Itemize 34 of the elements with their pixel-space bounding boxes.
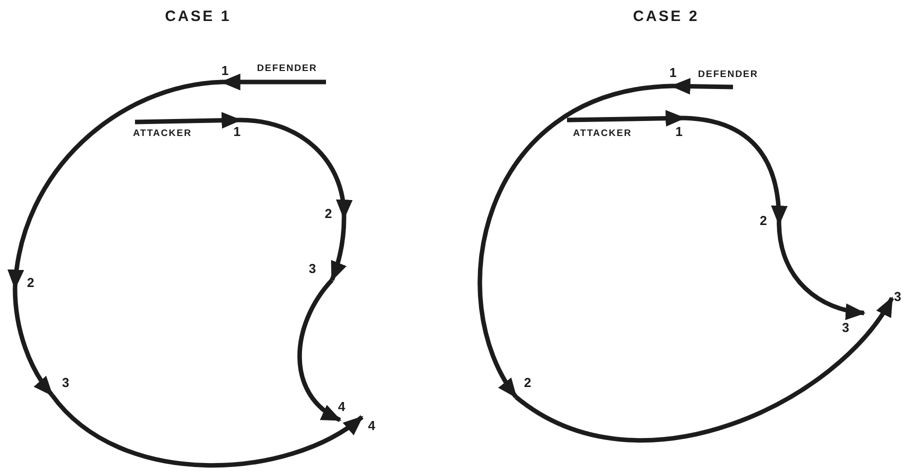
path-arrow: [670, 78, 734, 95]
case-heading: CASE 1: [165, 9, 232, 24]
position-number: 4: [368, 419, 376, 432]
position-number: 1: [233, 125, 241, 138]
position-number: 3: [894, 290, 902, 303]
path-label: DEFENDER: [698, 70, 758, 80]
case-heading: CASE 2: [633, 9, 700, 24]
position-number: 2: [760, 214, 767, 227]
path-arrow: [478, 84, 672, 398]
path-arrow: [240, 118, 352, 220]
path-label: DEFENDER: [257, 64, 318, 74]
position-number: 4: [338, 400, 346, 413]
path-arrow: [566, 110, 686, 127]
position-number: 1: [221, 64, 229, 77]
position-number: 3: [308, 262, 316, 275]
path-arrow: [220, 74, 326, 90]
path-arrow: [134, 112, 242, 129]
path-arrow: [330, 218, 346, 282]
path-arrow: [12, 288, 54, 396]
position-number: 3: [842, 321, 850, 334]
path-arrow: [684, 116, 788, 226]
position-number: 3: [62, 376, 70, 389]
position-number: 1: [669, 66, 677, 79]
path-label: ATTACKER: [573, 128, 632, 138]
path-arrow: [514, 296, 894, 442]
path-label: ATTACKER: [133, 128, 192, 138]
path-arrow: [776, 224, 866, 320]
path-arrow: [8, 80, 222, 290]
path-arrow: [297, 278, 342, 422]
path-arrow: [50, 394, 364, 468]
position-number: 1: [675, 125, 683, 138]
position-number: 2: [524, 376, 532, 389]
position-number: 2: [27, 276, 34, 289]
position-number: 2: [324, 207, 332, 220]
